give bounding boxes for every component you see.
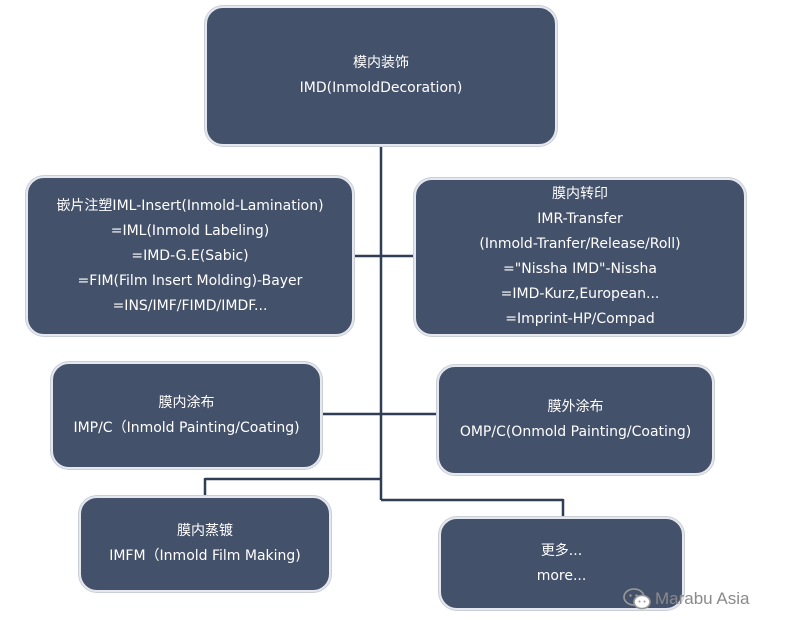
- node-ompc: 膜外涂布 OMP/C(Onmold Painting/Coating): [437, 365, 714, 475]
- node-line: =IMD-G.E(Sabic): [131, 247, 249, 264]
- node-line: IMR-Transfer: [537, 211, 623, 227]
- node-line: (Inmold-Tranfer/Release/Roll): [479, 236, 681, 252]
- node-line: =INS/IMF/FIMD/IMDF...: [112, 297, 268, 314]
- node-line: 模内装饰: [353, 55, 409, 71]
- node-line: =IMD-Kurz,European...: [500, 286, 660, 302]
- node-imd: 模内装饰 IMD(InmoldDecoration): [205, 6, 557, 146]
- node-line: 更多...: [540, 542, 583, 559]
- node-line: IMP/C（Inmold Painting/Coating): [73, 419, 300, 436]
- watermark: Marabu Asia: [623, 588, 750, 610]
- node-line: 膜内蒸镀: [177, 523, 233, 539]
- node-imr: 膜内转印 IMR-Transfer (Inmold-Tranfer/Release/…: [414, 178, 746, 336]
- node-line: ="Nissha IMD"-Nissha: [503, 261, 657, 277]
- node-line: IMFM（Inmold Film Making): [109, 548, 301, 564]
- node-line: OMP/C(Onmold Painting/Coating): [459, 424, 692, 440]
- watermark-text: Marabu Asia: [655, 589, 750, 608]
- wechat-icon: [623, 588, 651, 610]
- node-imfm: 膜内蒸镀 IMFM（Inmold Film Making): [79, 496, 331, 592]
- node-line: more...: [536, 567, 587, 584]
- node-line: =Imprint-HP/Compad: [505, 311, 655, 327]
- node-line: 膜外涂布: [547, 399, 604, 415]
- node-iml: 嵌片注塑IML-Insert(Inmold-Lamination) =IML(In…: [26, 176, 354, 336]
- node-impc: 膜内涂布 IMP/C（Inmold Painting/Coating): [51, 362, 322, 469]
- node-line: 嵌片注塑IML-Insert(Inmold-Lamination): [56, 197, 324, 214]
- node-line: 膜内转印: [552, 186, 608, 202]
- node-line: IMD(InmoldDecoration): [299, 80, 463, 96]
- node-line: =FIM(Film Insert Molding)-Bayer: [77, 272, 303, 289]
- node-line: 膜内涂布: [158, 394, 215, 411]
- node-line: =IML(Inmold Labeling): [110, 222, 270, 239]
